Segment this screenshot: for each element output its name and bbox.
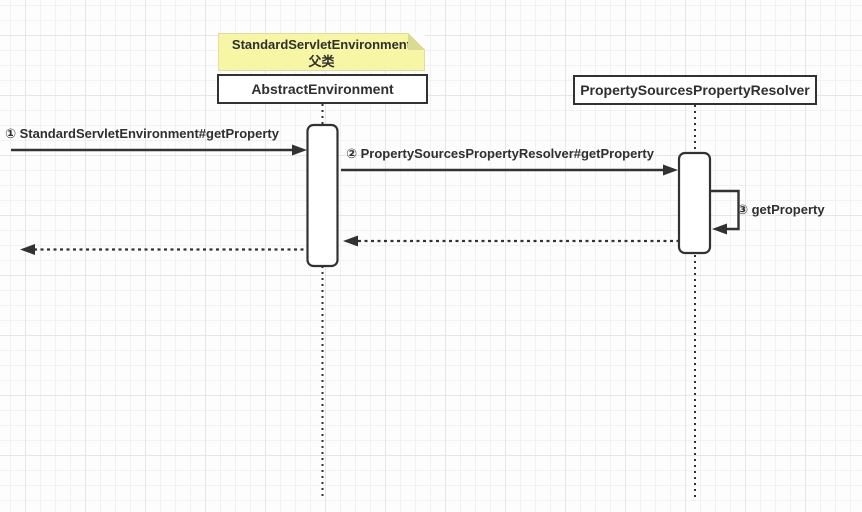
message-label-2[interactable]: ② PropertySourcesPropertyResolver#getPro… <box>346 146 654 161</box>
sticky-note-subtitle: 父类 <box>308 54 335 69</box>
message-arrow-2[interactable] <box>341 164 678 176</box>
sticky-note[interactable]: StandardServletEnvironment 父类 <box>218 33 425 71</box>
activation-bar-abstract-environment[interactable] <box>306 123 339 268</box>
folded-corner-icon <box>408 33 425 50</box>
sticky-note-title: StandardServletEnvironment <box>231 37 412 52</box>
return-arrow-2[interactable] <box>20 244 307 255</box>
participant-box-property-resolver[interactable]: PropertySourcesPropertyResolver <box>573 75 817 105</box>
message-label-1[interactable]: ① StandardServletEnvironment#getProperty <box>5 126 279 141</box>
message-arrow-1[interactable] <box>11 144 307 156</box>
participant-name: PropertySourcesPropertyResolver <box>580 82 810 98</box>
return-arrow-1[interactable] <box>343 235 679 247</box>
participant-box-abstract-environment[interactable]: AbstractEnvironment <box>217 74 428 104</box>
activation-bar-property-resolver[interactable] <box>677 151 712 255</box>
participant-name: AbstractEnvironment <box>251 81 394 97</box>
self-call-loop[interactable] <box>710 189 740 235</box>
message-label-3[interactable]: ③ getProperty <box>737 202 825 217</box>
